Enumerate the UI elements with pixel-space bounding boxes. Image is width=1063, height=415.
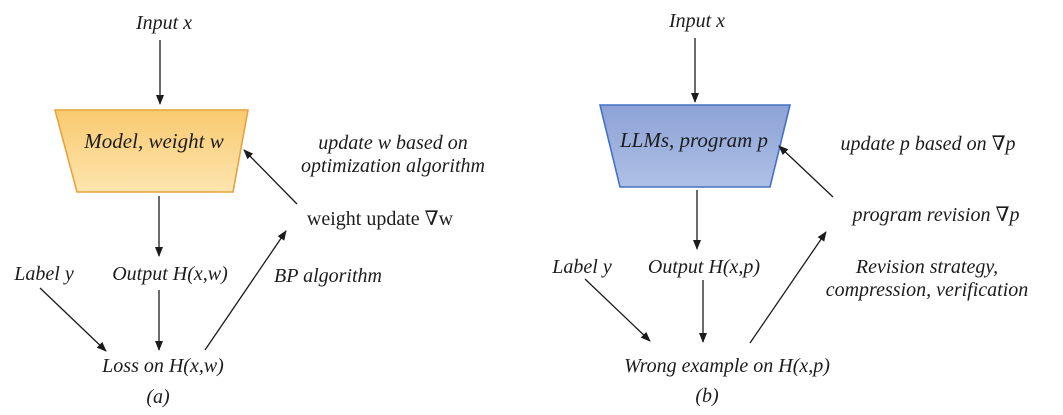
output-label-b: Output H(x,p) <box>647 256 761 278</box>
program-revision-label: program revision ∇p <box>852 204 1020 226</box>
revision-strategy-note-line2: compression, verification <box>825 279 1029 301</box>
wrong-example-label: Wrong example on H(x,p) <box>624 355 830 377</box>
arrow-label-to-loss <box>39 287 107 352</box>
revision-strategy-note: Revision strategy, compression, verifica… <box>826 256 1029 302</box>
update-note-b-line1: update p based on ∇p <box>840 133 1016 155</box>
model-box-label: Model, weight w <box>84 129 224 153</box>
bp-algorithm-note-line1: BP algorithm <box>274 265 382 287</box>
arrow-revision-to-llm <box>778 145 834 198</box>
input-label-a: Input x <box>135 12 193 34</box>
caption-b: (b) <box>695 385 719 407</box>
output-label-a: Output H(x,w) <box>112 263 228 285</box>
update-note-a-line1: update w based on <box>318 132 468 154</box>
label-y-b: Label y <box>552 256 612 278</box>
revision-strategy-note-line1: Revision strategy, <box>855 256 999 278</box>
label-y-a: Label y <box>14 263 74 285</box>
model-trapezoid <box>53 109 249 193</box>
update-note-a-line2: optimization algorithm <box>301 155 485 177</box>
caption-a: (a) <box>146 386 170 408</box>
arrow-weight-update-to-model <box>243 149 298 205</box>
input-label-b: Input x <box>668 10 726 32</box>
bp-algorithm-note: BP algorithm <box>274 265 382 288</box>
update-note-b: update p based on ∇p <box>840 133 1015 156</box>
arrow-loss-to-weight-update <box>204 230 287 351</box>
llm-box-label: LLMs, program p <box>619 128 769 152</box>
arrow-wrong-example-to-revision <box>749 231 827 344</box>
weight-update-label: weight update ∇w <box>306 208 454 230</box>
arrow-label-to-wrong-example <box>584 278 651 342</box>
update-note-a: update w based on optimization algorithm <box>301 132 485 178</box>
llm-trapezoid <box>598 104 792 188</box>
loss-label: Loss on H(x,w) <box>102 355 224 377</box>
